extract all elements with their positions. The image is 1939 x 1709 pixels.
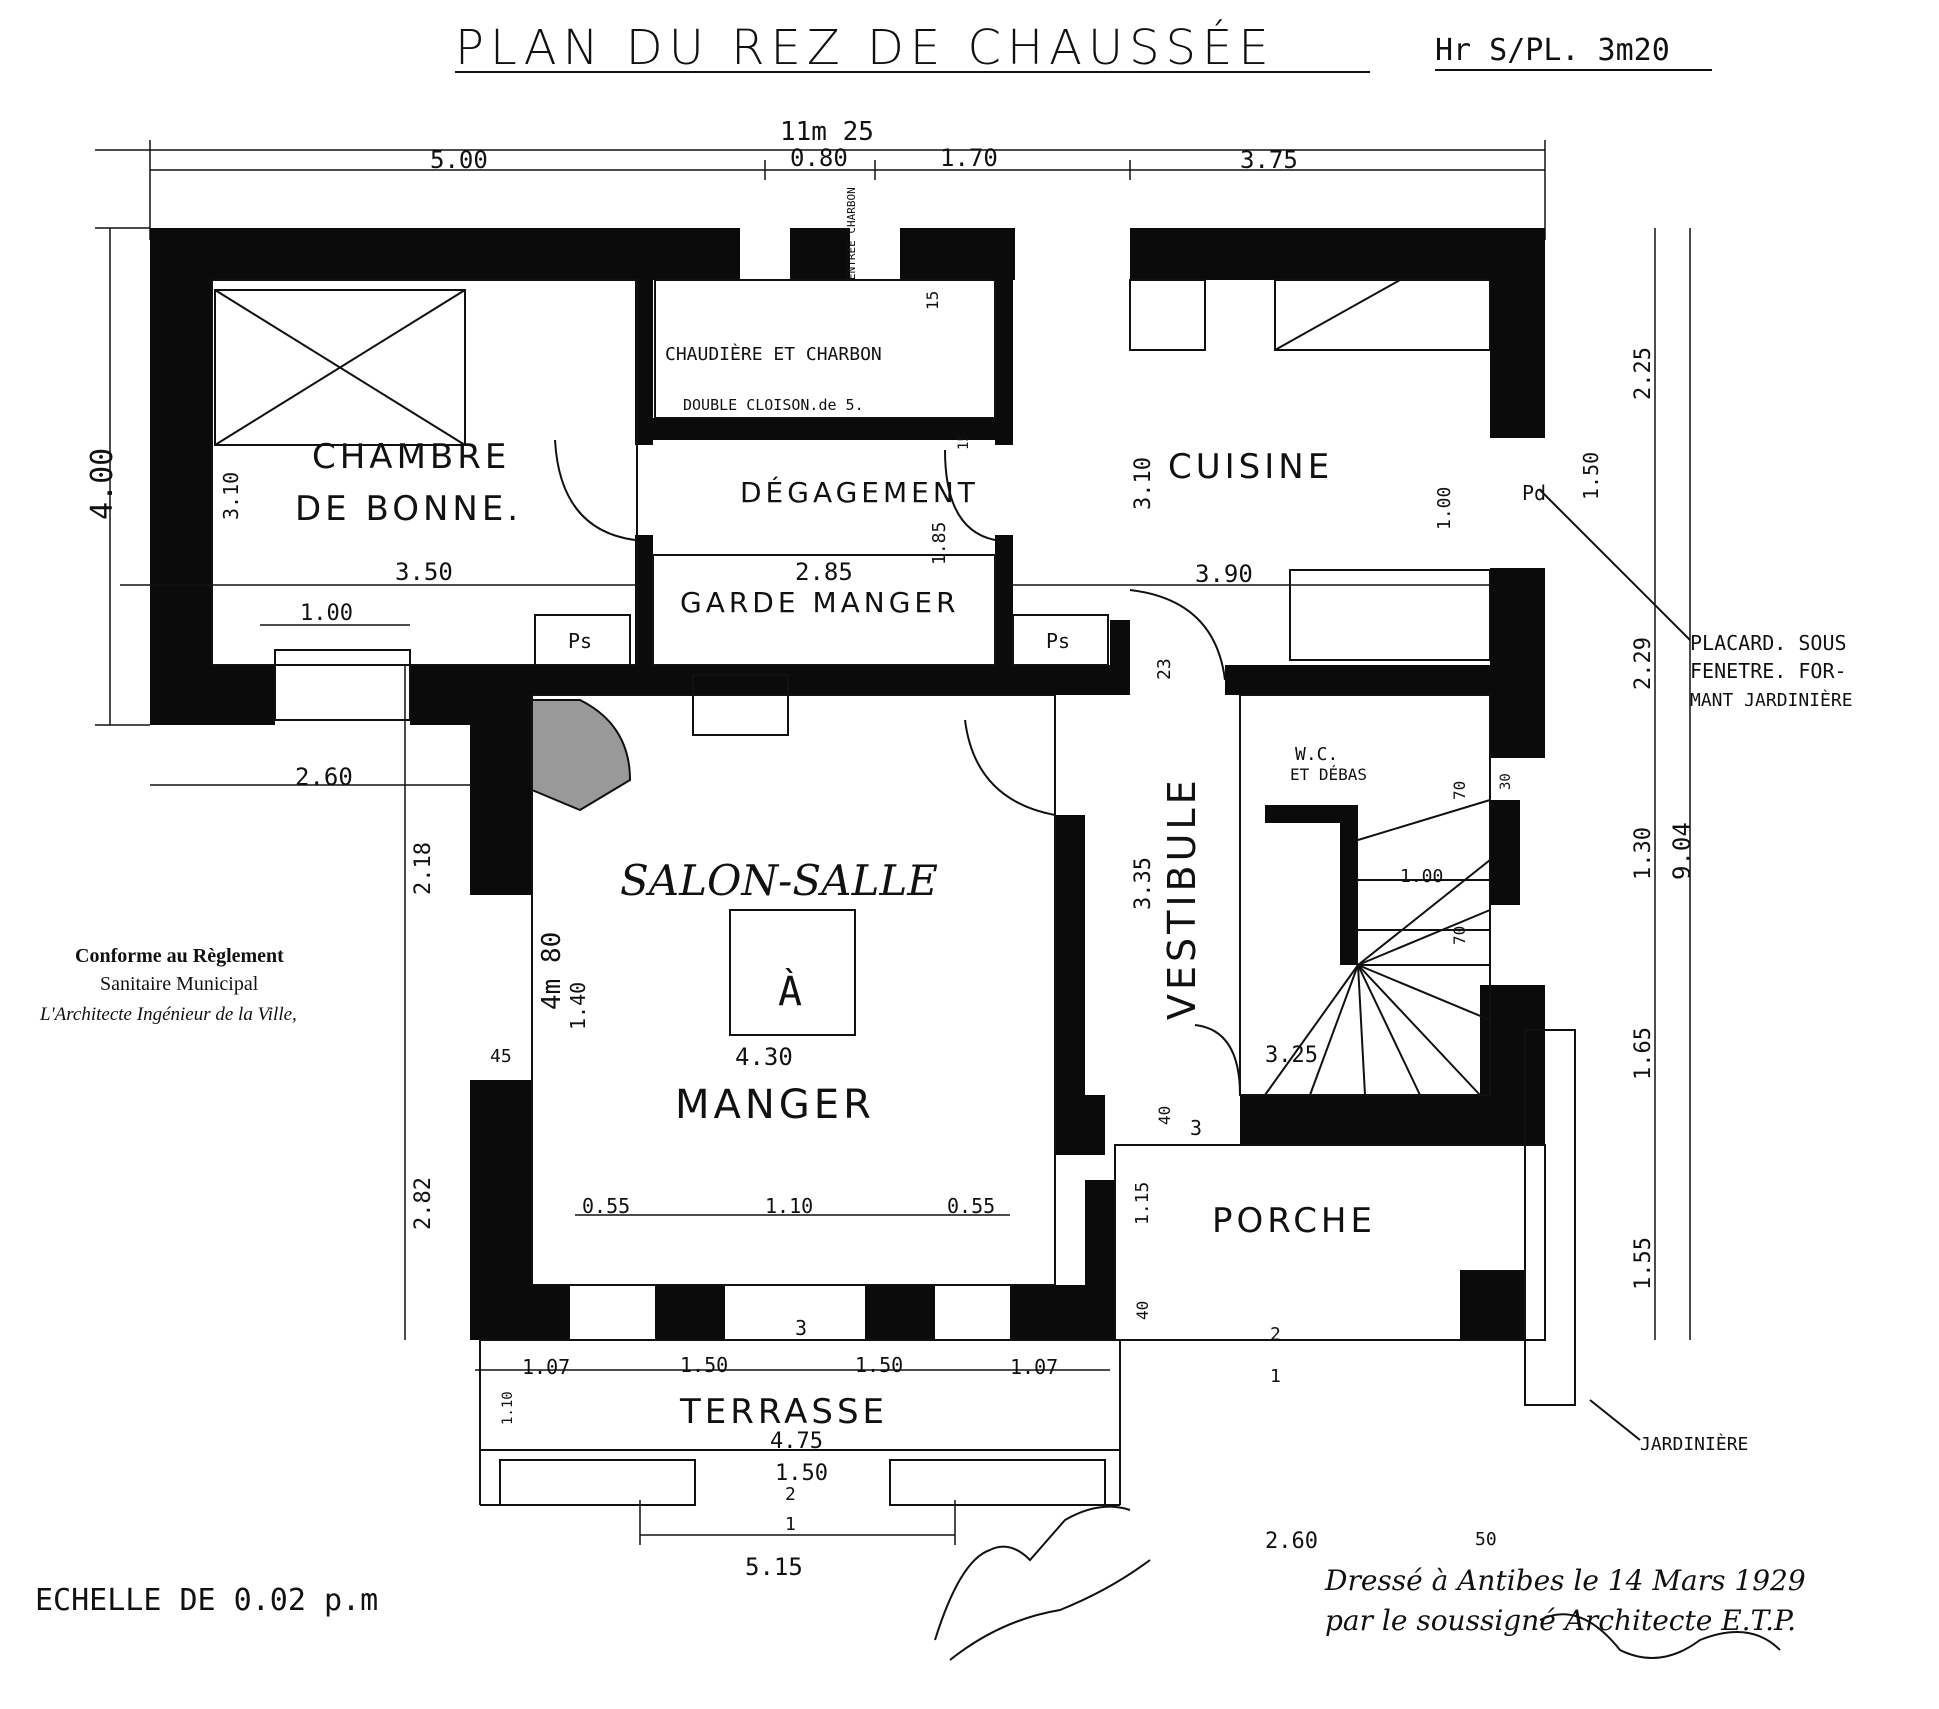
room-label-garde-manger: GARDE MANGER (680, 586, 960, 619)
fixtures (211, 279, 1576, 1506)
dim-stair-100: 1.00 (1400, 866, 1443, 887)
room-label-vestibule: VESTIBULE (1160, 776, 1204, 1020)
dim-chambre-window: 1.00 (300, 601, 353, 626)
dim-right-2: 1.50 (1579, 452, 1603, 500)
room-label-salon-manger: MANGER (675, 1082, 875, 1128)
dim-terr-107b: 1.07 (1010, 1355, 1058, 1379)
dim-15b: 15 (956, 433, 972, 450)
dim-salon-height: 4m 80 (537, 932, 567, 1010)
dimension-labels (95, 227, 1691, 1545)
dim-win-055b: 0.55 (947, 1194, 995, 1218)
dim-1a: 1 (1270, 1366, 1281, 1387)
dim-15a: 15 (923, 291, 942, 310)
dim-cuisine-width: 3.90 (1195, 560, 1253, 588)
dim-top-1: 5.00 (430, 146, 488, 174)
signature-line-1: Dressé à Antibes le 14 Mars 1929 (1324, 1564, 1806, 1597)
dim-terr-475: 4.75 (770, 1429, 823, 1454)
dim-chambre-side: 3.10 (219, 472, 243, 520)
signature-line-2: par le soussigné Architecte E.T.P. (1325, 1604, 1796, 1637)
dim-porch-40b: 40 (1133, 1301, 1152, 1320)
handwritten-signature (934, 1505, 1781, 1661)
dim-right-1: 2.25 (1631, 347, 1656, 400)
plan-title: PLAN DU REZ DE CHAUSSÉE (455, 19, 1275, 76)
dim-vest-23: 23 (1154, 658, 1175, 680)
dim-2b: 2 (785, 1484, 796, 1505)
dim-chambre-width: 3.50 (395, 558, 453, 586)
dim-right-4: 1.30 (1631, 827, 1656, 880)
room-label-chambre: CHAMBRE (312, 437, 510, 477)
dim-110b: 1.10 (500, 1391, 516, 1425)
dim-overall-width: 11m 25 (780, 117, 874, 147)
scale-label: ECHELLE DE 0.02 p.m (35, 1583, 378, 1618)
dim-cuisine-height: 3.10 (1131, 457, 1156, 510)
dim-salon-45: 45 (490, 1046, 512, 1067)
dim-right-6: 1.55 (1631, 1237, 1656, 1290)
dim-right-3: 2.29 (1631, 637, 1656, 690)
dim-left-282: 2.82 (411, 1177, 436, 1230)
dim-terr-150c: 1.50 (775, 1461, 828, 1486)
dim-win-110: 1.10 (765, 1194, 813, 1218)
room-label-chaudiere: CHAUDIÈRE ET CHARBON (665, 343, 882, 365)
dim-terr-107a: 1.07 (522, 1355, 570, 1379)
dim-left-218: 2.18 (411, 842, 436, 895)
dim-50: 50 (1475, 1529, 1497, 1550)
dim-right-total: 9.04 (1668, 822, 1696, 880)
dim-garde-width: 2.85 (795, 558, 853, 586)
dim-top-4: 3.75 (1240, 146, 1298, 174)
dim-260b: 2.60 (1265, 1529, 1318, 1554)
note-placard-2: FENETRE. FOR- (1690, 659, 1847, 683)
room-label-degagement: DÉGAGEMENT (740, 475, 979, 509)
stamp-line-2: Sanitaire Municipal (100, 973, 259, 995)
note-jardiniere: JARDINIÈRE (1640, 1433, 1748, 1455)
room-label-chambre-2: DE BONNE. (295, 489, 522, 529)
walls (150, 228, 1545, 1340)
note-placard-1: PLACARD. SOUS (1690, 631, 1847, 655)
dim-cuisine-1: 1.00 (1434, 487, 1455, 530)
dim-right-5: 1.65 (1631, 1027, 1656, 1080)
dim-1b: 1 (785, 1514, 796, 1535)
label-entree-charbon: ENTRÉE CHARBON (845, 187, 858, 280)
label-placard-ps-2: Ps (1046, 629, 1070, 653)
dim-stair-70a: 70 (1450, 781, 1469, 800)
room-label-wc: W.C. (1295, 744, 1338, 765)
ceiling-height-note: Hr S/PL. 3m20 (1435, 33, 1670, 68)
dim-terr-150a: 1.50 (680, 1353, 728, 1377)
note-placard-3: MANT JARDINIÈRE (1690, 689, 1853, 711)
stair-treads (1264, 799, 1491, 1096)
room-label-double-cloison: DOUBLE CLOISON.de 5. (683, 396, 864, 414)
dim-stair-30: 30 (1498, 773, 1514, 790)
dim-stair-325: 3.25 (1265, 1043, 1318, 1068)
dim-porch-115: 1.15 (1132, 1182, 1153, 1225)
room-label-salon: SALON-SALLE (620, 856, 938, 905)
dim-terr-150b: 1.50 (855, 1353, 903, 1377)
dim-185: 1.85 (929, 522, 950, 565)
dim-win-055a: 0.55 (582, 1194, 630, 1218)
stamp-line-1: Conforme au Règlement (75, 945, 284, 967)
stamp-line-3: L'Architecte Ingénieur de la Ville, (39, 1004, 297, 1025)
dim-salon-width: 4.30 (735, 1043, 793, 1071)
dim-terr-515: 5.15 (745, 1553, 803, 1581)
dim-3a: 3 (795, 1316, 807, 1340)
room-label-wc-2: ET DÉBAS (1290, 765, 1367, 784)
dim-top-3: 1.70 (940, 144, 998, 172)
room-label-terrasse: TERRASSE (679, 1392, 888, 1432)
dim-top-2: 0.80 (790, 144, 848, 172)
dim-bottom-left: 2.60 (295, 763, 353, 791)
top-dimension-lines (95, 140, 1546, 240)
dim-porch-40a: 40 (1155, 1106, 1174, 1125)
dim-2a: 2 (1270, 1324, 1281, 1345)
dim-salon-140: 1.40 (566, 982, 590, 1030)
dim-3b: 3 (1190, 1116, 1202, 1140)
room-label-porche: PORCHE (1212, 1201, 1376, 1241)
room-label-cuisine: CUISINE (1168, 447, 1333, 487)
room-label-salon-a: À (778, 967, 802, 1015)
dim-vest-335: 3.35 (1131, 857, 1156, 910)
dim-left-height: 4.00 (85, 448, 120, 520)
dim-stair-70b: 70 (1450, 926, 1469, 945)
label-placard-ps-1: Ps (568, 629, 592, 653)
